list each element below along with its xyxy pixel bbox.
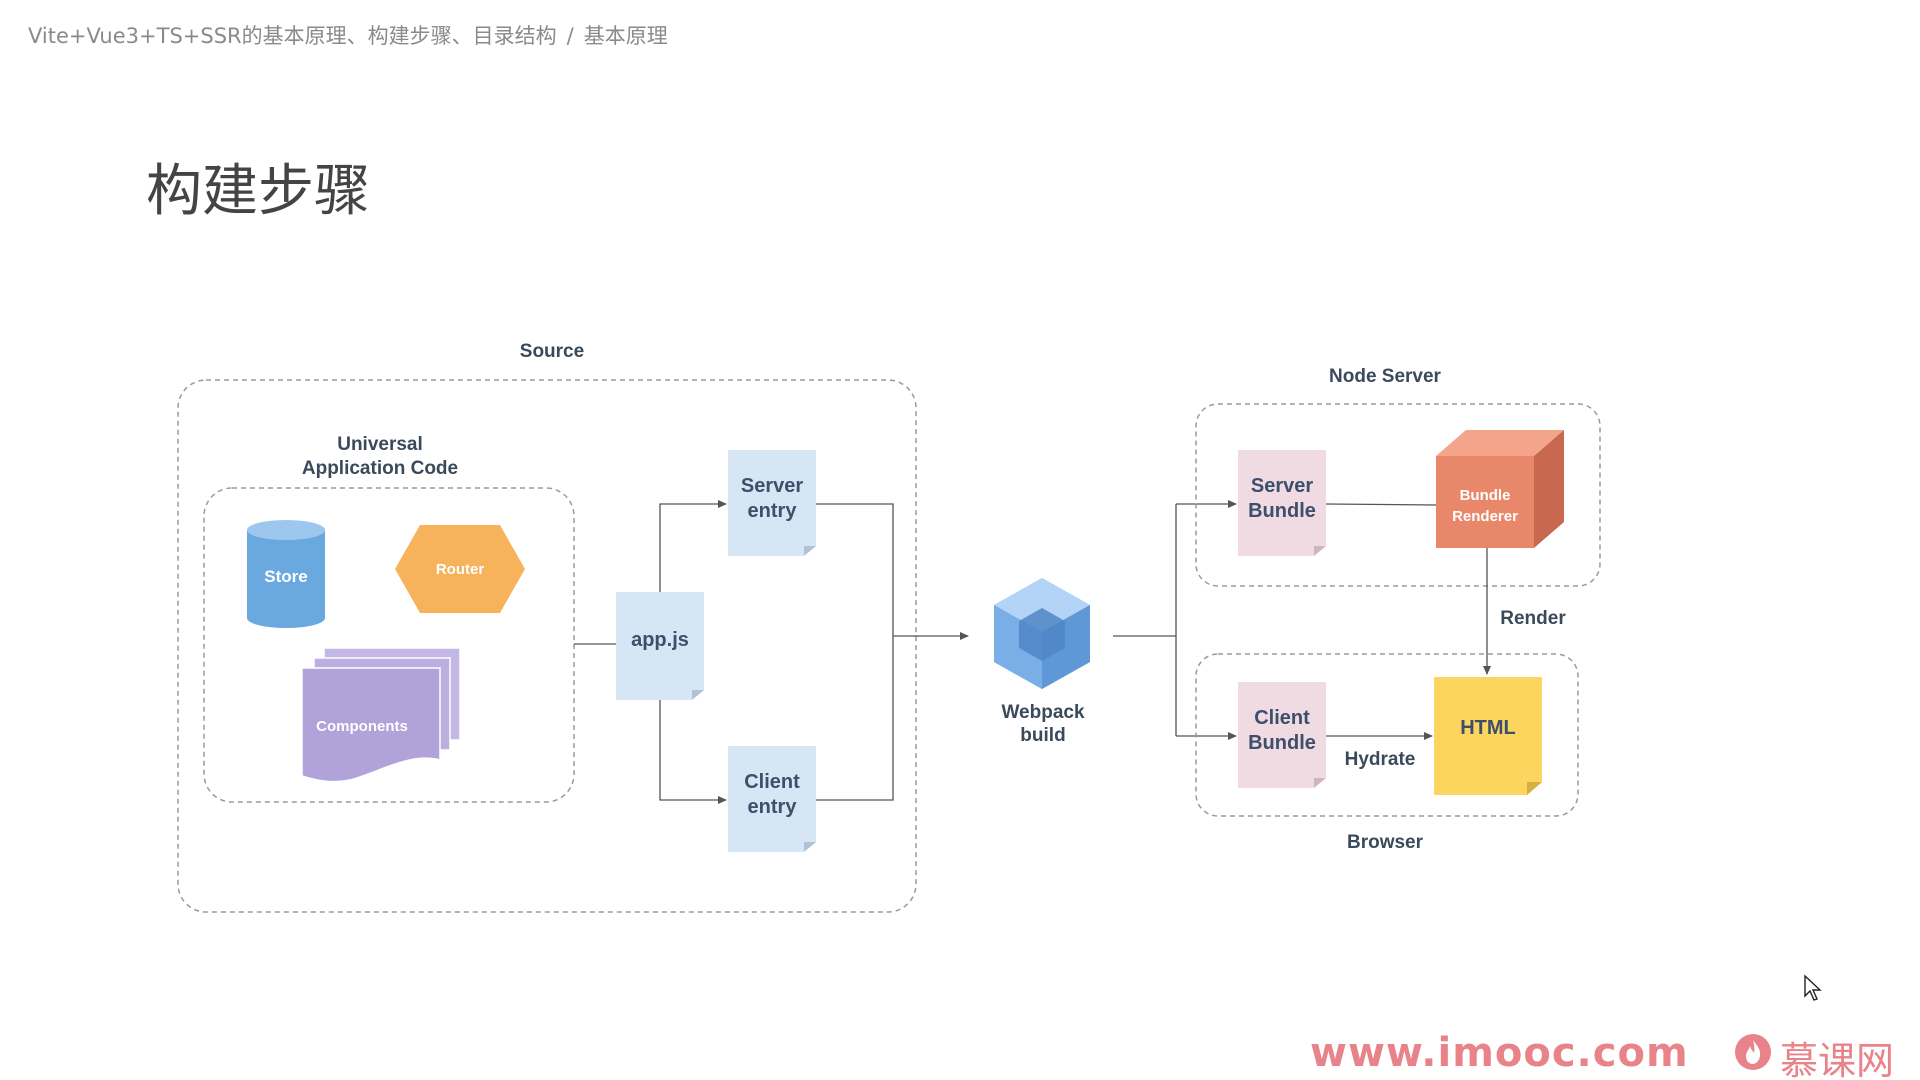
client-bundle-node: Client Bundle (1238, 682, 1326, 788)
watermark-url: www.imooc.com (1310, 1030, 1689, 1076)
appjs-label: app.js (631, 629, 689, 651)
store-label: Store (264, 567, 307, 586)
source-group (177, 379, 917, 913)
universal-label-line2: Application Code (302, 458, 458, 479)
breadcrumb: Vite+Vue3+TS+SSR的基本原理、构建步骤、目录结构 / 基本原理 (28, 20, 668, 50)
router-node: Router (395, 525, 525, 613)
source-label: Source (520, 341, 584, 362)
server-bundle-to-renderer (1325, 503, 1437, 506)
bundle-renderer-node: Bundle Renderer (1436, 430, 1564, 548)
client-entry-line2: entry (748, 796, 798, 818)
breadcrumb-separator: / (566, 24, 574, 48)
webpack-line1: Webpack (1001, 702, 1085, 723)
server-bundle-line2: Bundle (1248, 500, 1316, 522)
watermark-brand: 慕课网 (1780, 1039, 1895, 1080)
store-node: Store (247, 520, 325, 628)
components-label: Components (316, 718, 408, 735)
html-label: HTML (1460, 717, 1516, 739)
client-bundle-line2: Bundle (1248, 732, 1316, 754)
client-entry-node: Client entry (728, 746, 816, 852)
breadcrumb-course[interactable]: Vite+Vue3+TS+SSR的基本原理、构建步骤、目录结构 (28, 24, 557, 48)
server-bundle-line1: Server (1251, 475, 1313, 497)
appjs-node: app.js (616, 592, 704, 700)
universal-group (203, 487, 575, 803)
server-entry-node: Server entry (728, 450, 816, 556)
components-node: Components (301, 647, 461, 783)
webpack-node: Webpack build (994, 578, 1090, 746)
router-label: Router (436, 561, 484, 578)
source-connectors (574, 500, 969, 804)
imooc-flame-icon (1735, 1034, 1771, 1070)
webpack-line2: build (1020, 725, 1065, 746)
server-entry-line1: Server (741, 475, 803, 497)
bundle-renderer-line2: Renderer (1452, 508, 1518, 525)
browser-group (1195, 653, 1579, 817)
client-entry-line1: Client (744, 771, 800, 793)
node-server-label: Node Server (1329, 366, 1442, 387)
server-entry-line2: entry (748, 500, 798, 522)
breadcrumb-current: 基本原理 (583, 24, 668, 48)
client-bundle-line1: Client (1254, 707, 1310, 729)
node-server-group (1195, 403, 1601, 587)
universal-label-line1: Universal (337, 434, 423, 455)
bundle-renderer-line1: Bundle (1460, 487, 1511, 504)
hydrate-label: Hydrate (1345, 749, 1416, 770)
browser-label: Browser (1347, 832, 1424, 853)
mouse-cursor-icon (1804, 974, 1822, 1001)
server-bundle-node: Server Bundle (1238, 450, 1326, 556)
page-title: 构建步骤 (146, 159, 370, 224)
html-node: HTML (1434, 677, 1542, 795)
render-label: Render (1500, 608, 1566, 629)
webpack-connectors (1113, 500, 1237, 740)
